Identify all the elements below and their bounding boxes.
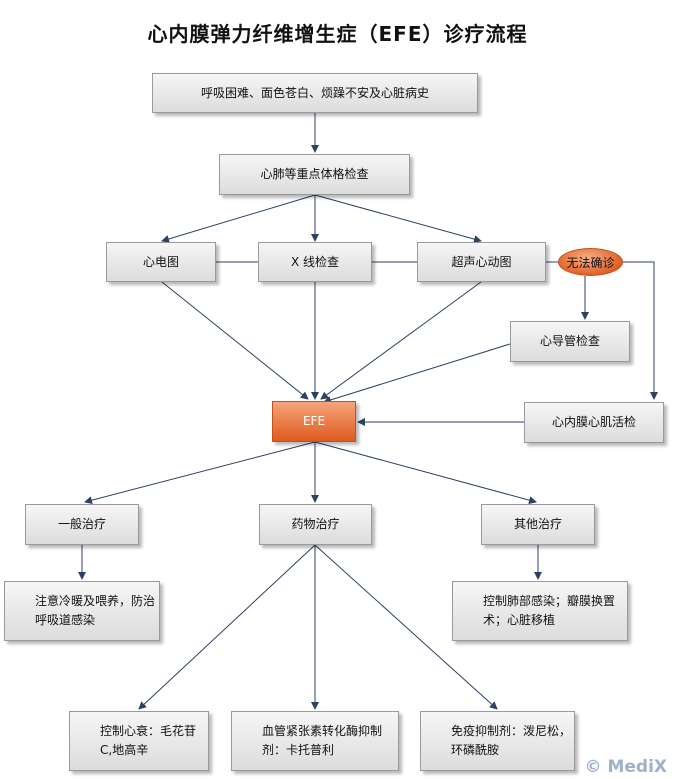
watermark: © MediX — [584, 757, 667, 777]
arrow-ecg-efe — [161, 281, 309, 400]
node-general-treatment: 一般治疗 — [25, 504, 139, 545]
arrow-efe-other — [314, 441, 537, 505]
node-catheterization: 心导管检查 — [510, 321, 630, 362]
node-general-detail: 注意冷暖及喂养，防治呼吸道感染 — [4, 581, 160, 641]
node-efe: EFE — [272, 401, 356, 442]
arrow-uncertain-biopsy — [623, 261, 658, 400]
node-heart-failure-drugs: 控制心衰：毛花苷C,地高辛 — [69, 711, 209, 771]
page-title: 心内膜弹力纤维增生症（EFE）诊疗流程 — [147, 22, 528, 46]
node-drug-treatment: 药物治疗 — [259, 504, 372, 545]
node-other-treatment: 其他治疗 — [481, 504, 595, 545]
arrow-exam-echo — [314, 194, 482, 243]
arrow-cath-efe — [323, 343, 511, 404]
node-immunosuppressants: 免疫抑制剂：泼尼松，环磷酰胺 — [420, 711, 575, 771]
arrow-exam-ecg — [161, 194, 316, 243]
node-echocardiogram: 超声心动图 — [417, 242, 546, 282]
node-history: 呼吸困难、面色苍白、烦躁不安及心脏病史 — [152, 73, 478, 113]
arrow-drug-heart — [138, 544, 316, 710]
node-ecg: 心电图 — [106, 242, 216, 282]
node-physical-exam: 心肺等重点体格检查 — [219, 154, 410, 195]
node-other-detail: 控制肺部感染；瓣膜换置术；心脏移植 — [452, 581, 628, 641]
node-acei-drugs: 血管紧张素转化酶抑制剂：卡托普利 — [231, 711, 399, 771]
node-undiagnosed: 无法确诊 — [558, 248, 623, 276]
arrow-drug-immune — [314, 544, 498, 710]
arrow-efe-general — [84, 441, 316, 505]
arrow-echo-efe — [320, 281, 482, 400]
node-xray: X 线检查 — [258, 242, 372, 282]
node-biopsy: 心内膜心肌活检 — [524, 402, 664, 443]
